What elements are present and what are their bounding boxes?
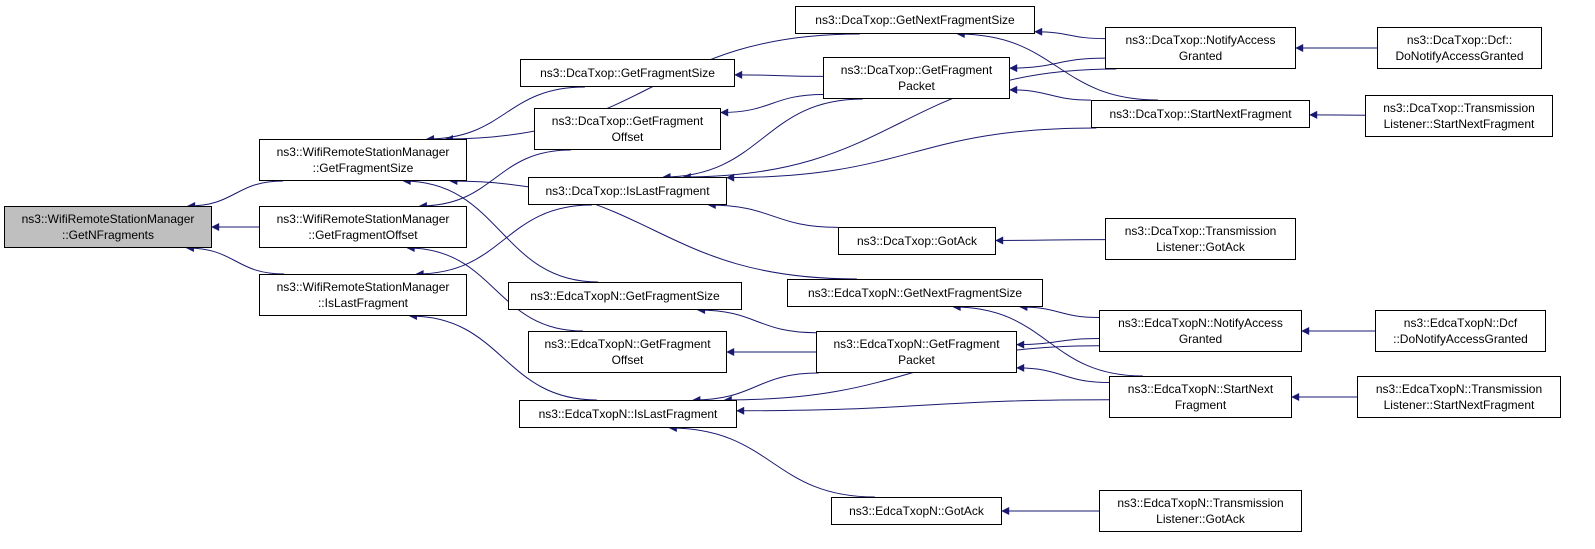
edge-edca_startnext-to-edca_getnextfragmentsize xyxy=(952,303,1143,377)
edge-edca_getfragmentoffset-to-wrsm_getfragmentoffset xyxy=(406,244,584,332)
edge-dca_tl_gotack-to-dca_gotack xyxy=(995,236,1106,245)
node-label-line: Packet xyxy=(898,353,935,367)
edge-dca_startnextfragment-to-dca_getfragmentpacket xyxy=(1009,85,1092,101)
node-label-line: ns3::WifiRemoteStationManager xyxy=(276,280,450,294)
node-label-line: Offset xyxy=(611,353,644,367)
edge-edca_gotack-to-edca_islastfragment xyxy=(668,424,875,498)
node-label-line: ns3::DcaTxop::Transmission xyxy=(1124,224,1277,238)
node-label-line: ns3::DcaTxop::GotAck xyxy=(856,234,978,248)
edge-dca_getfragmentpacket-to-dca_getfragmentoffset xyxy=(720,94,824,117)
node-edca-getnextfragmentsize[interactable]: ns3::EdcaTxopN::GetNextFragmentSize xyxy=(787,279,1043,307)
node-edca-gotack[interactable]: ns3::EdcaTxopN::GotAck xyxy=(831,497,1002,525)
node-label-line: ns3::EdcaTxopN::GetNextFragmentSize xyxy=(807,286,1023,300)
node-edca-tl-startnext[interactable]: ns3::EdcaTxopN::Transmission Listener::S… xyxy=(1357,376,1561,418)
node-dca-tl-gotack[interactable]: ns3::DcaTxop::Transmission Listener::Got… xyxy=(1105,218,1296,260)
node-label-line: ns3::EdcaTxopN::GotAck xyxy=(849,504,984,518)
edge-dca_getfragmentpacket-to-dca_islastfragment xyxy=(662,98,863,181)
edge-dca_getfragmentsize-to-wrsm_getfragmentsize xyxy=(426,86,585,143)
node-label-line: ns3::WifiRemoteStationManager xyxy=(276,212,450,226)
node-edca-tl-gotack[interactable]: ns3::EdcaTxopN::Transmission Listener::G… xyxy=(1099,490,1302,532)
node-label-line: ns3::DcaTxop::NotifyAccess xyxy=(1125,33,1276,47)
edge-dca_notifyaccessgranted-to-dca_getfragmentpacket xyxy=(1009,57,1106,73)
edge-dca_islastfragment-to-wrsm_islastfragment xyxy=(415,204,592,278)
node-label-line: ns3::WifiRemoteStationManager xyxy=(276,145,450,159)
node-label-line: Listener::StartNextFragment xyxy=(1383,117,1535,131)
node-label-line: DoNotifyAccessGranted xyxy=(1395,49,1524,63)
node-label-line: ns3::DcaTxop::StartNextFragment xyxy=(1109,107,1292,121)
node-edca-dcf-donotify[interactable]: ns3::EdcaTxopN::Dcf ::DoNotifyAccessGran… xyxy=(1375,310,1546,352)
edge-edca_startnext-to-edca_getfragmentpacket xyxy=(1016,363,1110,384)
node-label-line: ns3::WifiRemoteStationManager xyxy=(21,212,195,226)
node-label-line: ns3::EdcaTxopN::GetFragment xyxy=(544,337,711,351)
node-label-line: ::IsLastFragment xyxy=(317,296,409,310)
node-dca-islastfragment[interactable]: ns3::DcaTxop::IsLastFragment xyxy=(528,177,727,205)
node-label-line: ::GetNFragments xyxy=(61,228,155,242)
edge-dca_getfragmentpacket-to-dca_getfragmentsize xyxy=(734,70,824,79)
node-label-line: ns3::EdcaTxopN::Dcf xyxy=(1403,316,1518,330)
node-dca-getnextfragmentsize[interactable]: ns3::DcaTxop::GetNextFragmentSize xyxy=(795,6,1035,34)
node-dca-getfragmentoffset[interactable]: ns3::DcaTxop::GetFragment Offset xyxy=(534,108,721,150)
edge-dca_startnextfragment-to-dca_islastfragment xyxy=(726,127,1097,182)
node-edca-islastfragment[interactable]: ns3::EdcaTxopN::IsLastFragment xyxy=(519,400,737,428)
node-edca-getfragmentsize[interactable]: ns3::EdcaTxopN::GetFragmentSize xyxy=(508,282,742,310)
node-label-line: ns3::DcaTxop::Dcf:: xyxy=(1406,33,1513,47)
node-label-line: Fragment xyxy=(1174,398,1227,412)
edge-edca_getfragmentpacket-to-edca_getfragmentsize xyxy=(697,306,817,334)
edge-dca_getfragmentoffset-to-wrsm_getfragmentoffset xyxy=(418,149,571,210)
edge-dca_gotack-to-dca_islastfragment xyxy=(707,201,839,228)
node-dca-getfragmentpacket[interactable]: ns3::DcaTxop::GetFragment Packet xyxy=(823,57,1010,99)
node-dca-startnextfragment[interactable]: ns3::DcaTxop::StartNextFragment xyxy=(1091,100,1310,128)
edge-edca_getfragmentsize-to-wrsm_getfragmentsize xyxy=(402,177,599,283)
node-edca-getfragmentpacket[interactable]: ns3::EdcaTxopN::GetFragment Packet xyxy=(816,331,1017,373)
node-dca-notifyaccessgranted[interactable]: ns3::DcaTxop::NotifyAccess Granted xyxy=(1105,27,1296,69)
node-label-line: ns3::EdcaTxopN::GetFragment xyxy=(833,337,1000,351)
node-label-line: ns3::EdcaTxopN::Transmission xyxy=(1375,382,1543,396)
node-label-line: ns3::EdcaTxopN::Transmission xyxy=(1117,496,1284,510)
node-label-line: Granted xyxy=(1178,49,1223,63)
edge-edca_notifyaccessgranted-to-edca_getfragmentpacket xyxy=(1016,338,1100,349)
node-label-line: Granted xyxy=(1178,332,1223,346)
edge-edca_islastfragment-to-wrsm_islastfragment xyxy=(408,312,597,401)
edge-dca_notifyaccessgranted-to-dca_islastfragment xyxy=(682,68,1117,181)
node-wrsm-islastfragment[interactable]: ns3::WifiRemoteStationManager ::IsLastFr… xyxy=(259,274,467,316)
node-label-line: ::DoNotifyAccessGranted xyxy=(1393,332,1528,346)
node-label-line: Listener::StartNextFragment xyxy=(1383,398,1535,412)
edge-wrsm_islastfragment-to-getnfragments xyxy=(185,244,285,275)
node-label-line: ::GetFragmentSize xyxy=(312,161,414,175)
node-label-line: ns3::DcaTxop::GetFragment xyxy=(840,63,993,77)
node-label-line: ns3::DcaTxop::IsLastFragment xyxy=(545,184,710,198)
node-label-line: ns3::DcaTxop::GetNextFragmentSize xyxy=(815,13,1015,27)
node-label-line: Offset xyxy=(611,130,644,144)
node-wrsm-getfragmentoffset[interactable]: ns3::WifiRemoteStationManager ::GetFragm… xyxy=(259,206,467,248)
node-wrsm-getfragmentsize[interactable]: ns3::WifiRemoteStationManager ::GetFragm… xyxy=(259,139,467,181)
node-edca-getfragmentoffset[interactable]: ns3::EdcaTxopN::GetFragment Offset xyxy=(528,331,727,373)
node-dca-dcf-donotify[interactable]: ns3::DcaTxop::Dcf:: DoNotifyAccessGrante… xyxy=(1377,27,1542,69)
node-label-line: Listener::GotAck xyxy=(1156,512,1245,526)
node-label-line: ns3::EdcaTxopN::NotifyAccess xyxy=(1118,316,1283,330)
edge-edca_getnextfragmentsize-to-wrsm_getfragmentsize xyxy=(449,177,857,280)
node-label-line: ns3::EdcaTxopN::StartNext xyxy=(1127,382,1274,396)
edge-wrsm_getfragmentsize-to-getnfragments xyxy=(187,180,284,210)
node-label-line: ns3::DcaTxop::Transmission xyxy=(1383,101,1535,115)
node-dca-getfragmentsize[interactable]: ns3::DcaTxop::GetFragmentSize xyxy=(520,59,735,87)
node-label-line: ns3::DcaTxop::GetFragment xyxy=(551,114,704,128)
edge-dca_startnextfragment-to-dca_getnextfragmentsize xyxy=(956,30,1158,101)
node-label-line: ns3::EdcaTxopN::GetFragmentSize xyxy=(530,289,720,303)
edge-dca_notifyaccessgranted-to-dca_getnextfragmentsize xyxy=(1034,27,1106,40)
node-label-line: ns3::DcaTxop::GetFragmentSize xyxy=(540,66,715,80)
edge-edca_notifyaccessgranted-to-edca_getnextfragmentsize xyxy=(1019,303,1100,318)
edge-edca_getfragmentpacket-to-edca_islastfragment xyxy=(692,372,819,404)
node-label-line: ns3::EdcaTxopN::IsLastFragment xyxy=(538,407,718,421)
edge-edca_startnext-to-edca_islastfragment xyxy=(736,399,1110,415)
node-label-line: ::GetFragmentOffset xyxy=(308,228,418,242)
node-edca-startnext[interactable]: ns3::EdcaTxopN::StartNext Fragment xyxy=(1109,376,1292,418)
node-edca-notifyaccessgranted[interactable]: ns3::EdcaTxopN::NotifyAccess Granted xyxy=(1099,310,1302,352)
node-dca-gotack[interactable]: ns3::DcaTxop::GotAck xyxy=(838,227,996,255)
node-label-line: Listener::GotAck xyxy=(1156,240,1245,254)
node-getnfragments: ns3::WifiRemoteStationManager ::GetNFrag… xyxy=(4,206,212,248)
node-label-line: Packet xyxy=(898,79,935,93)
node-dca-tl-startnext[interactable]: ns3::DcaTxop::Transmission Listener::Sta… xyxy=(1365,95,1553,137)
